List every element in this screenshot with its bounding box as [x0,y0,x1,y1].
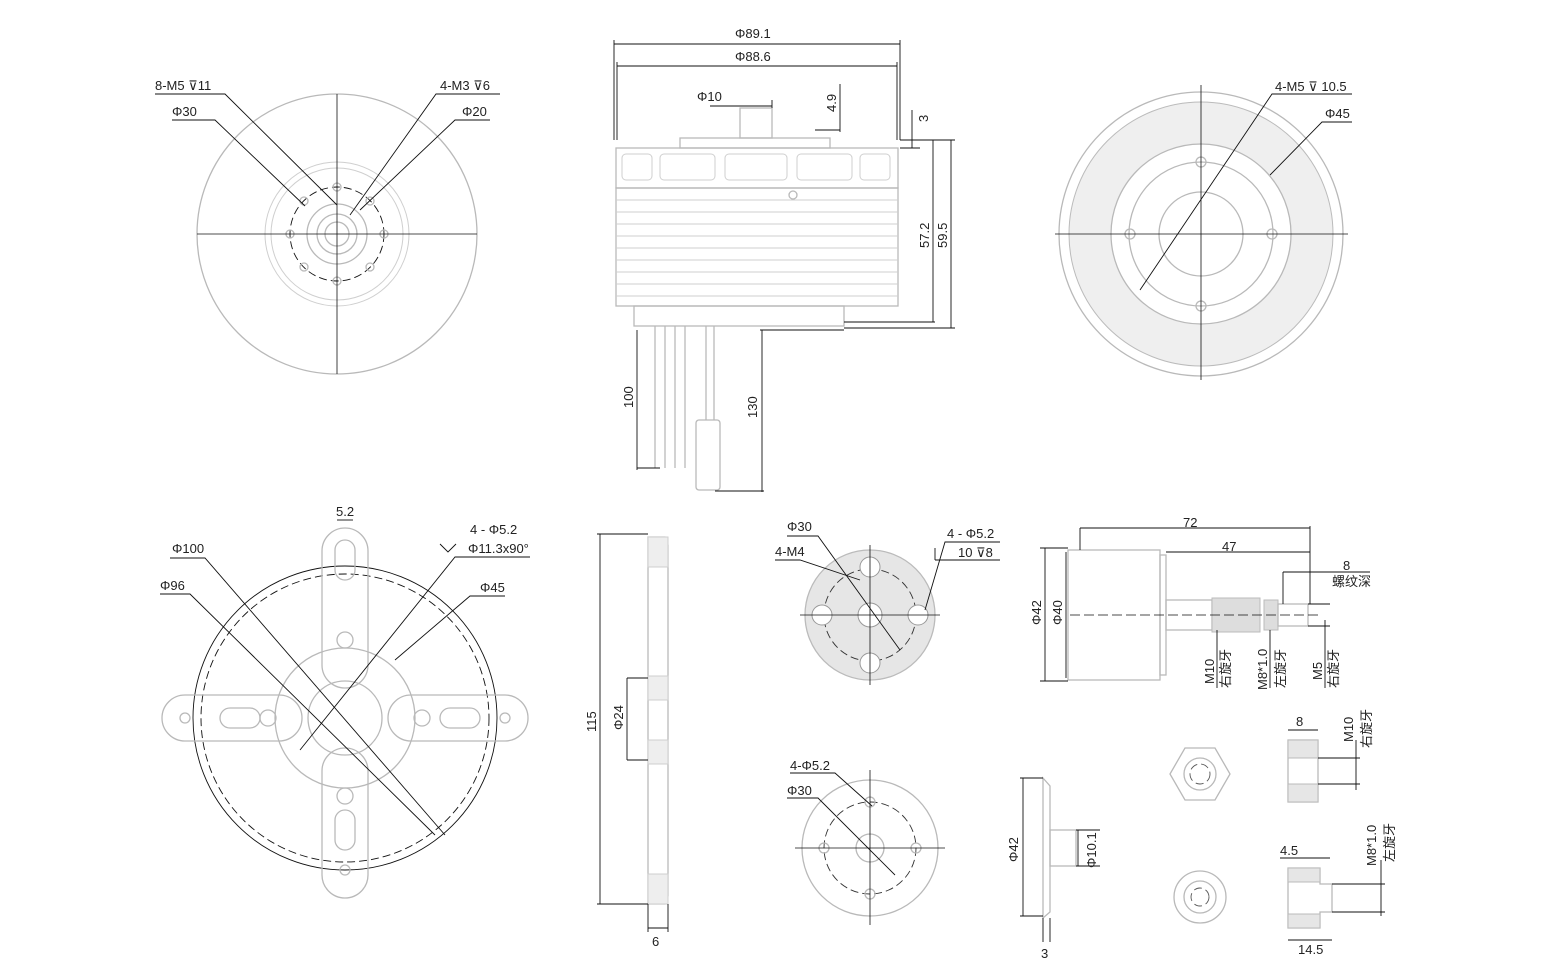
thread-m8: M8*1.0 [1364,825,1379,866]
callout-countersink: Φ11.3x90° [468,541,529,556]
dim-phi24: Φ24 [611,705,626,730]
dim-lead-100: 100 [621,386,636,408]
dim-phi88-6: Φ88.6 [735,49,771,64]
dim-phi10-1: Φ10.1 [1084,832,1099,868]
dim-4-9: 4.9 [824,94,839,112]
dim-phi42: Φ42 [1006,837,1021,862]
dim-5-2: 5.2 [336,504,354,519]
thread-m8-direction: 左旋牙 [1273,649,1288,688]
motor-side-view: Φ89.1 Φ88.6 Φ10 4.9 3 57.2 59.5 100 130 [613,26,955,492]
callout-4-m4: 4-M4 [775,544,805,559]
prop-plate-view: Φ30 4-M4 4 - Φ5.2 10 ⊽8 [775,519,1000,685]
dim-phi20: Φ20 [462,104,487,119]
dim-phi10: Φ10 [697,89,722,104]
dim-phi89-1: Φ89.1 [735,26,771,41]
mount-side-view: 115 Φ24 6 [584,533,669,949]
dim-phi30: Φ30 [787,783,812,798]
thread-m8: M8*1.0 [1255,649,1270,690]
dim-phi96: Φ96 [160,578,185,593]
callout-8-m5: 8-M5 ⊽11 [155,78,211,93]
dim-3: 3 [1041,946,1048,961]
dim-59-5: 59.5 [935,223,950,248]
thread-m5-direction: 右旋牙 [1326,649,1341,688]
callout-holes: 4 - Φ5.2 [470,522,517,537]
dim-6: 6 [652,934,659,949]
dim-14-5: 14.5 [1298,942,1323,957]
callout-4-m5: 4-M5 ⊽ 10.5 [1275,79,1347,94]
dim-phi42: Φ42 [1029,600,1044,625]
shaft-view: 72 47 8 螺纹深 Φ42 Φ40 M10 右旋牙 M8*1.0 左旋牙 M… [1029,515,1371,690]
dim-phi30: Φ30 [787,519,812,534]
adapter-view: 4-Φ5.2 Φ30 Φ42 Φ10.1 3 [787,758,1100,961]
dim-3: 3 [916,115,931,122]
dim-47: 47 [1222,539,1236,554]
thread-m10: M10 [1202,659,1217,684]
dim-8: 8 [1296,714,1303,729]
thread-m10-direction: 右旋牙 [1218,649,1233,688]
dim-57-2: 57.2 [917,223,932,248]
motor-top-view: 8-M5 ⊽11 4-M3 ⊽6 Φ30 Φ20 [155,78,500,375]
callout-holes: 4 - Φ5.2 [947,526,994,541]
thread-m8-direction: 左旋牙 [1382,823,1397,862]
callout-4-m3: 4-M3 ⊽6 [440,78,490,93]
dim-8: 8 [1343,558,1350,573]
motor-bottom-view: 4-M5 ⊽ 10.5 Φ45 [1055,79,1352,380]
thread-m10-direction: 右旋牙 [1359,709,1374,748]
dim-phi45: Φ45 [480,580,505,595]
dim-115: 115 [584,711,599,732]
callout-counterbore: 10 ⊽8 [958,545,993,560]
dim-lead-130: 130 [745,396,760,418]
nuts-view: 8 M10 右旋牙 4.5 M8*1.0 左旋牙 14.5 [1169,709,1397,957]
dim-phi40: Φ40 [1050,600,1065,625]
dim-phi100: Φ100 [172,541,204,556]
dim-4-5: 4.5 [1280,843,1298,858]
thread-depth-label: 螺纹深 [1332,574,1371,589]
dim-72: 72 [1183,515,1197,530]
callout-holes: 4-Φ5.2 [790,758,830,773]
mount-front-view: 5.2 4 - Φ5.2 Φ11.3x90° Φ100 Φ96 Φ45 [160,504,530,899]
dim-phi45: Φ45 [1325,106,1350,121]
thread-m10: M10 [1341,717,1356,742]
thread-m5: M5 [1310,662,1325,680]
dim-phi30: Φ30 [172,104,197,119]
